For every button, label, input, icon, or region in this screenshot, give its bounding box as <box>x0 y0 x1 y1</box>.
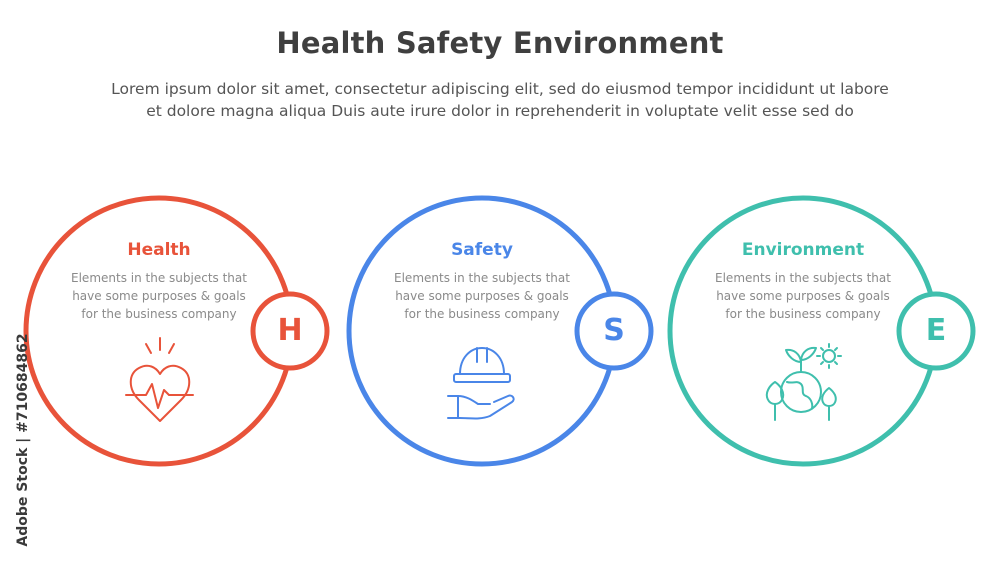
subtitle-line-2: et dolore magna aliqua Duis aute irure d… <box>146 102 854 120</box>
subtitle-line-1: Lorem ipsum dolor sit amet, consectetur … <box>111 80 889 98</box>
environment-description: Elements in the subjects that have some … <box>703 269 903 323</box>
environment-title: Environment <box>741 240 865 260</box>
environment-desc-line-2: have some purposes & goals <box>716 289 890 303</box>
safety-desc-line-1: Elements in the subjects that <box>394 271 570 285</box>
page-subtitle: Lorem ipsum dolor sit amet, consectetur … <box>40 78 960 122</box>
safety-title: Safety <box>451 240 513 260</box>
environment-badge-letter: E <box>925 313 947 348</box>
health-desc-line-1: Elements in the subjects that <box>71 271 247 285</box>
health-badge-letter: H <box>277 313 303 348</box>
safety-description: Elements in the subjects that have some … <box>382 269 582 323</box>
environment-desc-line-1: Elements in the subjects that <box>715 271 891 285</box>
heart-pulse-icon <box>125 337 194 422</box>
health-badge-circle <box>250 291 330 371</box>
environment-desc-line-3: for the business company <box>725 307 881 321</box>
environment-group <box>667 195 976 467</box>
earth-plant-icon <box>765 343 842 421</box>
safety-group <box>346 195 654 467</box>
health-group <box>23 195 330 467</box>
page-title: Health Safety Environment <box>276 26 724 60</box>
safety-desc-line-2: have some purposes & goals <box>395 289 569 303</box>
health-description: Elements in the subjects that have some … <box>59 269 259 323</box>
environment-ring <box>667 195 939 467</box>
stock-watermark-text: Adobe Stock | #710684862 <box>15 333 31 547</box>
health-desc-line-3: for the business company <box>81 307 237 321</box>
health-title: Health <box>127 240 191 260</box>
safety-desc-line-3: for the business company <box>404 307 560 321</box>
safety-badge-letter: S <box>603 313 625 348</box>
stock-watermark: Adobe Stock | #710684862 <box>8 320 38 560</box>
environment-badge-circle <box>896 291 976 371</box>
hardhat-hand-icon <box>447 347 515 420</box>
health-desc-line-2: have some purposes & goals <box>72 289 246 303</box>
safety-badge-circle <box>574 291 654 371</box>
